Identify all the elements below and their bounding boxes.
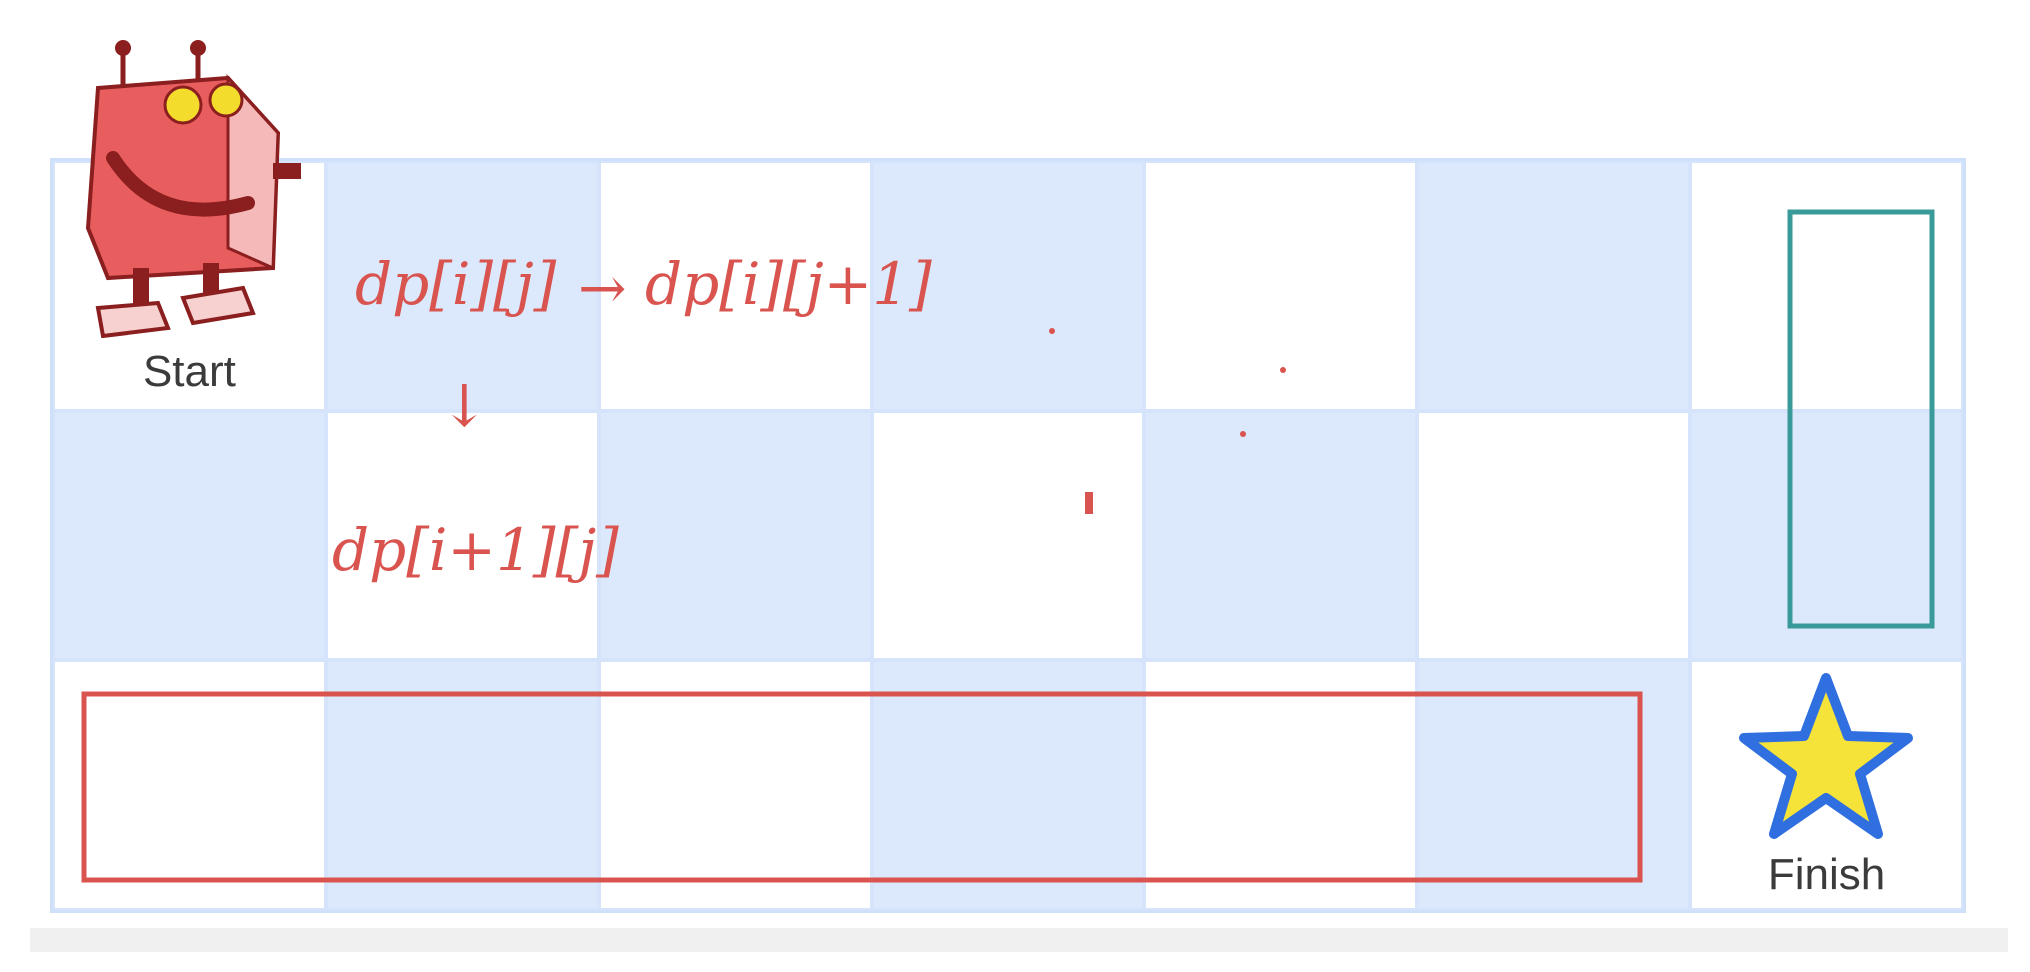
tick-mark xyxy=(1085,492,1093,514)
grid-cell xyxy=(871,161,1145,411)
grid-cell xyxy=(325,660,599,910)
annotation-down-cell: dp[i+1][j] xyxy=(332,516,619,584)
annotation-right-cell: dp[i][j+1] xyxy=(645,250,932,318)
dot-mark xyxy=(1049,328,1055,334)
robot-icon xyxy=(85,40,301,338)
grid-cell xyxy=(1417,660,1691,910)
annotation-arrow-down: ↓ xyxy=(440,372,489,440)
dot-mark xyxy=(1240,431,1246,437)
grid-cell xyxy=(1690,410,1963,661)
grid-cell xyxy=(1417,161,1691,411)
start-label: Start xyxy=(142,346,236,396)
star-icon xyxy=(1739,673,1913,839)
finish-label: Finish xyxy=(1767,850,1886,899)
annotation-current-cell: dp[i][j] xyxy=(355,250,557,318)
grid-cell xyxy=(598,660,872,910)
right-column-highlight xyxy=(1787,209,1935,629)
grid-cell xyxy=(325,410,599,661)
grid-cell xyxy=(325,161,599,411)
grid-cell xyxy=(1690,161,1963,411)
grid-cell xyxy=(1144,410,1418,661)
grid-cell xyxy=(598,161,872,411)
grid-cell xyxy=(598,410,872,661)
bottom-row-highlight xyxy=(81,691,1643,883)
grid-cell xyxy=(53,410,326,661)
grid-cell xyxy=(53,660,326,910)
scroll-track xyxy=(30,928,2008,952)
annotation-arrow-right: → xyxy=(578,254,627,322)
grid-cell xyxy=(871,410,1145,661)
grid-cell xyxy=(1417,410,1691,661)
dot-mark xyxy=(1280,367,1286,373)
grid-cell xyxy=(871,660,1145,910)
path-grid: Start Finish xyxy=(50,158,1966,913)
grid-cell xyxy=(1144,660,1418,910)
